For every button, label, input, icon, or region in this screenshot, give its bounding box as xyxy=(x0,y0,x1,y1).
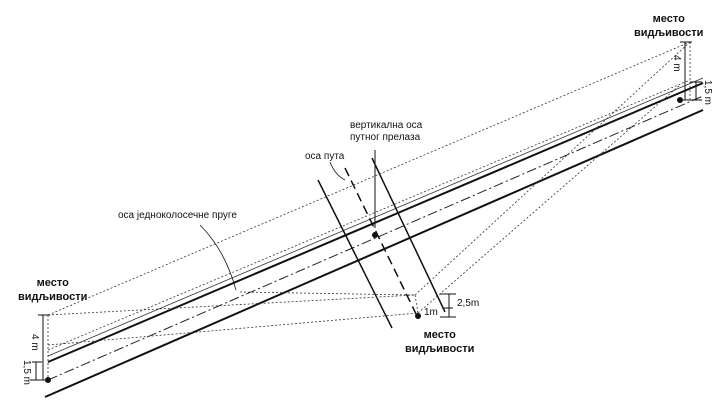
road-axis-pointer xyxy=(329,161,346,181)
rail-edge-lower xyxy=(44,109,704,398)
label-line: вертикална оса xyxy=(350,120,423,131)
sight-lines xyxy=(47,41,691,380)
crossing-center-point xyxy=(372,232,378,238)
rail-axis-pointer xyxy=(199,224,237,291)
road-edge-left xyxy=(317,179,393,329)
bottom-eye-dim: 1m xyxy=(424,307,438,318)
bottom-height-dim: 2,5m xyxy=(457,298,480,309)
label-line: видљивости xyxy=(405,343,475,355)
dimension-lines xyxy=(30,41,702,381)
right-sight-place-label: место видљивости xyxy=(634,12,703,40)
rail-axis-line xyxy=(47,95,704,381)
right-sight-point xyxy=(677,97,683,103)
bottom-sight-point xyxy=(415,313,421,319)
rail-axis-label: оса једноколосечне пруге xyxy=(118,210,237,221)
left-height-dim: 4 m xyxy=(29,334,40,351)
left-sight-point xyxy=(45,377,51,383)
right-height-dim: 4 m xyxy=(671,55,682,72)
label-line: видљивости xyxy=(18,291,88,303)
road-edge-right xyxy=(371,157,446,313)
left-sight-place-label: место видљивости xyxy=(18,276,87,304)
label-line: место xyxy=(423,329,456,341)
bottom-sight-place-label: место видљивости xyxy=(405,328,474,356)
right-eye-dim: 1,5 m xyxy=(702,80,713,106)
label-line: путног прелаза xyxy=(350,132,421,143)
road-axis-label: оса пута xyxy=(305,151,345,162)
road-axis-line xyxy=(344,167,419,319)
left-eye-dim: 1,5 m xyxy=(21,360,32,386)
label-line: видљивости xyxy=(634,27,704,39)
label-line: место xyxy=(36,277,69,289)
label-line: место xyxy=(652,13,685,25)
